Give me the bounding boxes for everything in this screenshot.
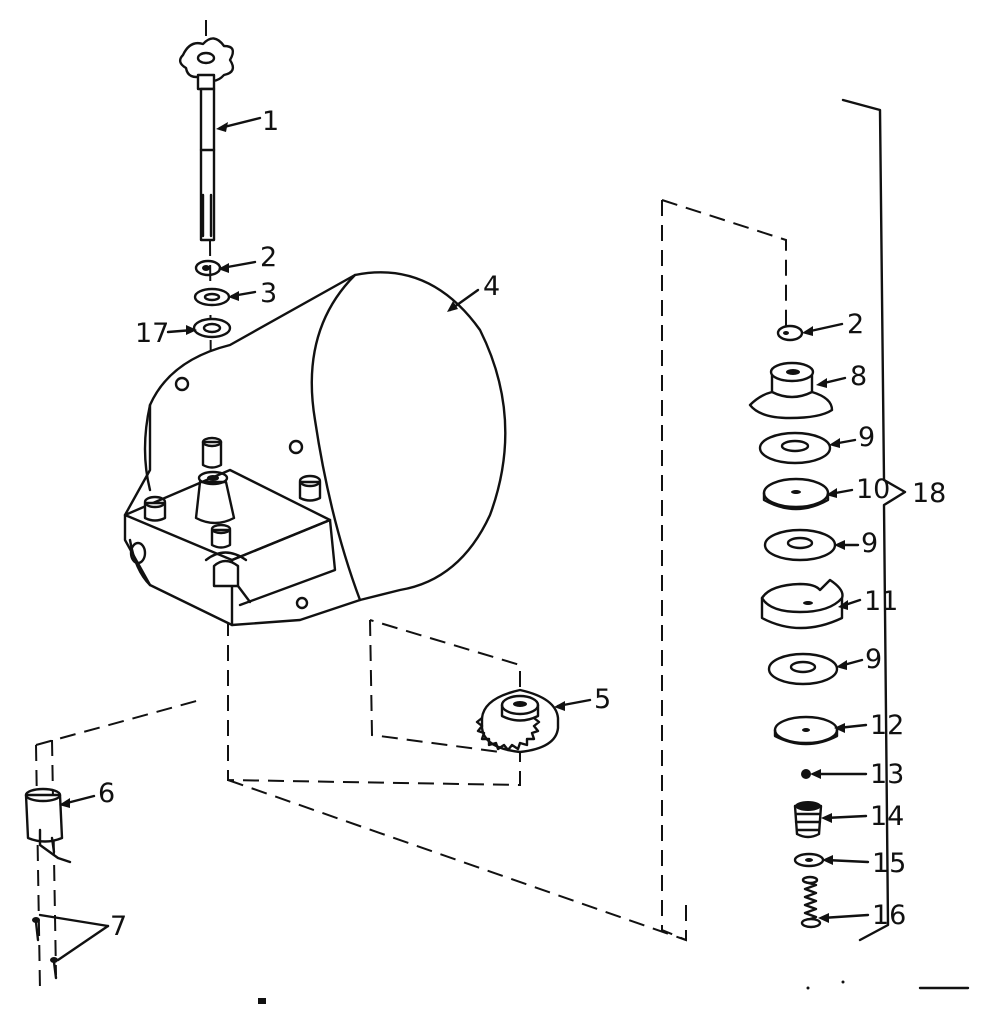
part-washer-3 (193, 287, 231, 307)
callout-4: 4 (483, 271, 500, 302)
part-bearing-housing (748, 361, 834, 420)
callout-2-top: 2 (260, 242, 277, 273)
part-screws (32, 917, 58, 980)
part-washer-9-top (758, 431, 832, 465)
part-spring-16 (800, 875, 822, 929)
assembly-bracket-18 (841, 98, 907, 942)
callout-6: 6 (98, 778, 115, 809)
callout-3: 3 (260, 278, 277, 309)
callout-9-middle: 9 (861, 528, 878, 559)
callout-11: 11 (864, 586, 898, 617)
callout-2-stack: 2 (847, 309, 864, 340)
part-washer-9-middle (763, 528, 837, 562)
part-washer-15 (793, 852, 825, 868)
callout-17: 17 (135, 318, 169, 349)
callout-13: 13 (870, 759, 904, 790)
callout-1: 1 (262, 106, 279, 137)
callout-5: 5 (594, 684, 611, 715)
part-switch (24, 787, 72, 864)
callout-16: 16 (872, 900, 906, 931)
callout-leader-lines (38, 116, 870, 962)
part-shaft-with-knob (178, 37, 235, 242)
part-ball-13 (801, 769, 811, 779)
part-plate-12 (773, 715, 839, 746)
part-retaining-ring-top (194, 259, 222, 277)
callout-8: 8 (850, 361, 867, 392)
callout-labels: 1 2 3 4 17 5 6 7 2 8 9 10 9 11 9 12 13 1… (98, 106, 946, 942)
part-retaining-ring-stack (776, 324, 804, 342)
callout-10: 10 (856, 474, 890, 505)
callout-9-top: 9 (858, 422, 875, 453)
part-gear (475, 688, 560, 754)
callout-18: 18 (912, 478, 946, 509)
callout-14: 14 (870, 801, 904, 832)
part-motor-housing (123, 271, 507, 627)
callout-9-bottom: 9 (865, 644, 882, 675)
part-washer-9-bottom (767, 652, 839, 686)
callout-12: 12 (870, 710, 904, 741)
scan-marks (258, 980, 970, 1004)
part-disc-10 (762, 477, 830, 511)
part-washer-17 (192, 317, 232, 339)
part-valve-14 (793, 801, 823, 839)
callout-7: 7 (110, 911, 127, 942)
part-cup-11 (760, 578, 844, 630)
callout-15: 15 (872, 848, 906, 879)
